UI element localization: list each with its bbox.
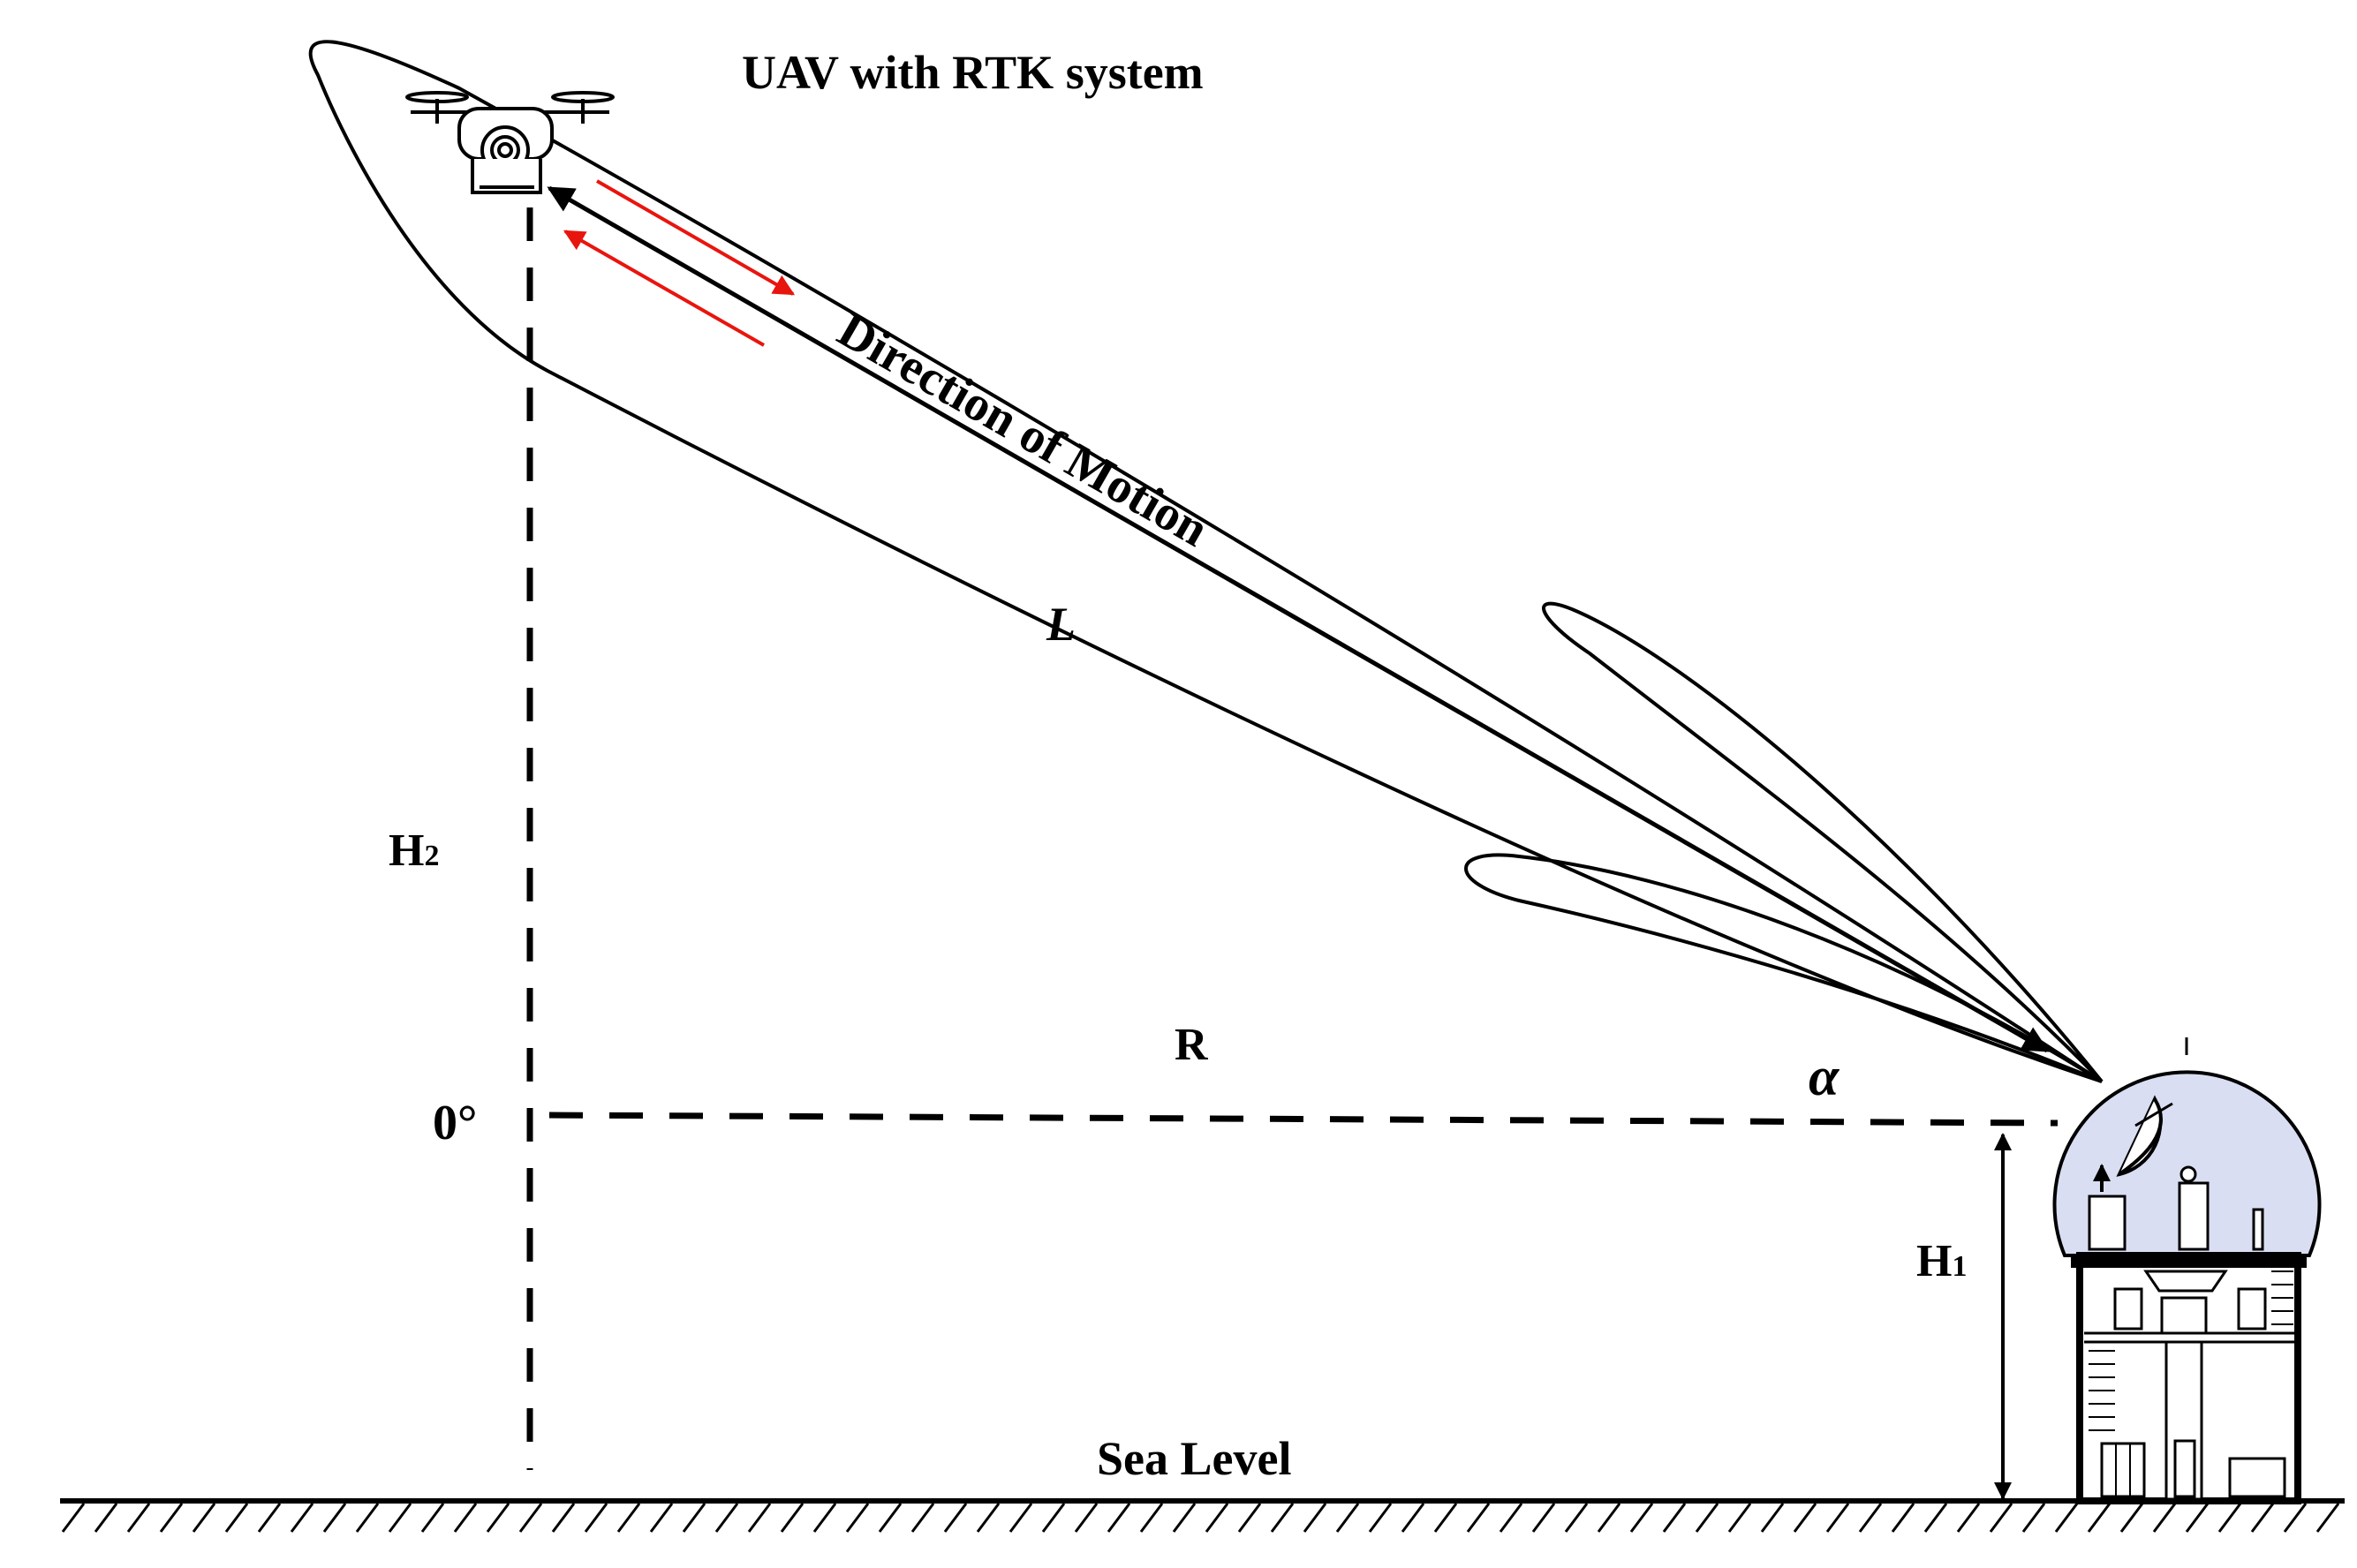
elevation-angle-label: α (1809, 1047, 1840, 1107)
uav-height-label-main: H (389, 825, 424, 876)
distance-label-l: L (1046, 598, 1076, 651)
diagram-title: UAV with RTK system (742, 46, 1204, 99)
radar-height-label-sub: 1 (1952, 1250, 1967, 1283)
radar-height-label-main: H (1916, 1236, 1952, 1286)
range-label-r: R (1175, 1020, 1209, 1070)
horizontal-range-dashed-line (548, 1112, 2059, 1127)
direction-of-motion-label: Direction of Motion (829, 303, 1218, 558)
sea-level-ground (60, 1498, 2345, 1533)
line-of-sight-arrow (547, 185, 2050, 1053)
upper-side-lobe (1542, 601, 2104, 1083)
zero-degree-label: 0° (433, 1096, 477, 1150)
quadcopter-icon (405, 91, 615, 194)
radar-station-icon (2052, 1037, 2322, 1504)
sea-level-label: Sea Level (1097, 1432, 1291, 1485)
motion-arrow-outbound (596, 179, 796, 296)
uav-height-label: H2 (389, 825, 439, 876)
radar-height-label: H1 (1916, 1236, 1967, 1286)
uav-height-label-sub: 2 (424, 840, 439, 872)
motion-arrow-inbound (563, 230, 765, 347)
